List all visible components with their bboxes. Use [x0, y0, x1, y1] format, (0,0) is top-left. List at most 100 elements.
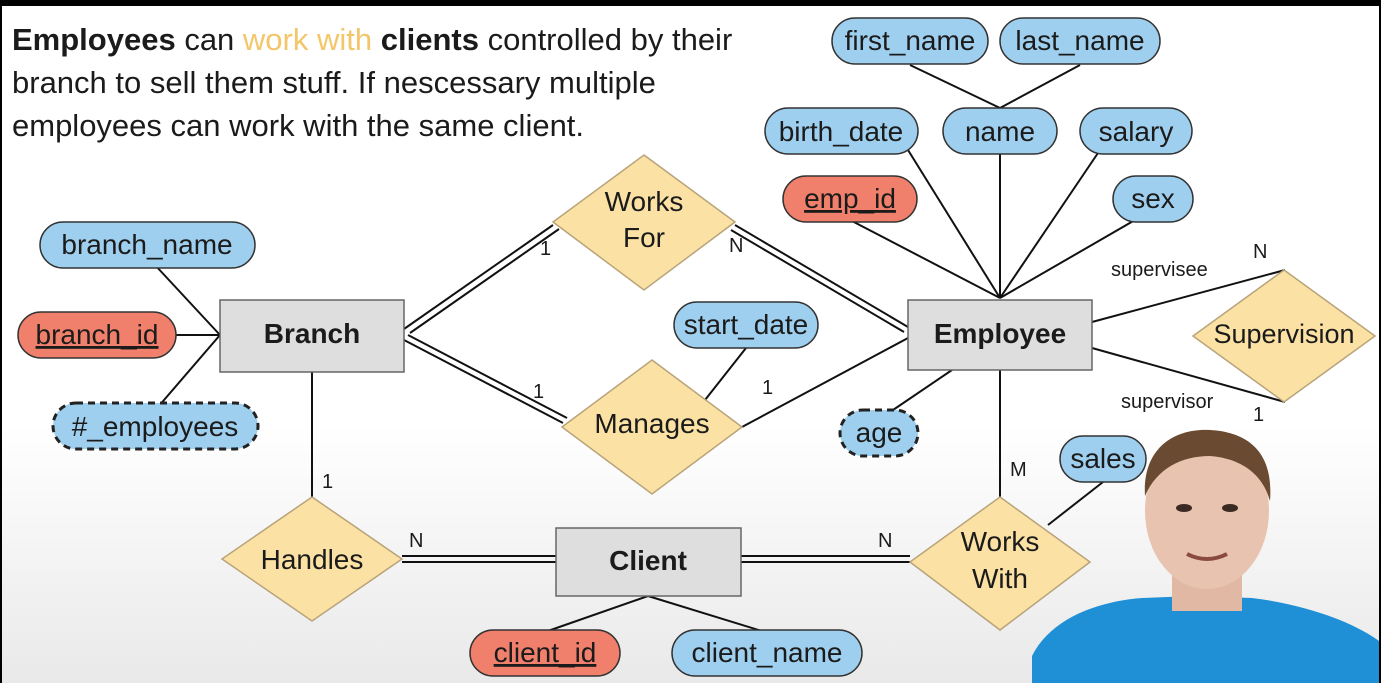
attr-age: age — [838, 408, 920, 458]
slide: Employees can work with clients controll… — [2, 6, 1379, 683]
card-handles-branch: 1 — [322, 471, 333, 493]
er-diagram: Branch Employee Client Works For Manages — [17, 17, 1377, 677]
line-client-id — [544, 595, 649, 633]
card-manages-employee: 1 — [762, 377, 773, 399]
entity-employee-label: Employee — [934, 318, 1066, 349]
attr-first-name-label: first_name — [845, 25, 976, 56]
line-worksfor-employee-b — [730, 229, 905, 333]
attr-client-name-oval — [671, 629, 863, 677]
line-worksfor-employee-a — [734, 224, 909, 328]
attr-sales-oval — [1059, 435, 1147, 483]
caption-line3: employees can work with the same client. — [12, 108, 585, 143]
attr-salary: salary — [1079, 107, 1193, 155]
attr-num-employees-label: #_employees — [72, 411, 239, 442]
attr-last-name: last_name — [999, 17, 1161, 65]
presenter-face — [1145, 433, 1269, 589]
caption-line1-rest: controlled by their — [478, 22, 733, 57]
attr-client-name-label: client_name — [692, 637, 843, 668]
entity-employee-box — [907, 299, 1093, 371]
line-num-employees — [157, 334, 221, 408]
manages-label: Manages — [594, 408, 709, 439]
entity-client-box — [555, 527, 742, 597]
attr-client-id-oval — [469, 629, 621, 677]
attr-branch-id-oval — [17, 311, 177, 359]
relationship-manages: Manages — [560, 359, 744, 495]
attr-age-oval — [838, 408, 920, 458]
line-age — [892, 369, 953, 411]
presenter-mouth — [1186, 552, 1228, 561]
card-workswith-employee: M — [1010, 459, 1027, 481]
works-for-label-2: For — [623, 222, 665, 253]
card-worksfor-employee: N — [729, 235, 743, 257]
presenter-shirt — [1032, 596, 1379, 683]
line-branch-manages-a — [403, 339, 564, 424]
attr-name: name — [942, 107, 1058, 155]
attr-start-date-label: start_date — [684, 309, 809, 340]
attr-sales: sales — [1059, 435, 1147, 483]
entity-client-label: Client — [609, 545, 687, 576]
attr-client-name: client_name — [671, 629, 863, 677]
presenter-left-eye — [1176, 504, 1192, 512]
presenter-right-eye — [1222, 504, 1238, 512]
line-sex — [999, 219, 1136, 299]
attr-salary-label: salary — [1099, 116, 1174, 147]
attr-birth-date-label: birth_date — [779, 116, 904, 147]
entity-employee: Employee — [907, 299, 1093, 371]
line-supervisor — [1091, 347, 1286, 403]
works-with-label-2: With — [972, 563, 1028, 594]
attr-first-name-oval — [831, 17, 989, 65]
attr-name-oval — [942, 107, 1058, 155]
attr-branch-id-label: branch_id — [36, 319, 159, 350]
attr-birth-date-oval — [764, 107, 919, 155]
card-workswith-client: N — [878, 530, 892, 552]
attr-sex-oval — [1112, 175, 1194, 223]
attr-sex: sex — [1112, 175, 1194, 223]
attr-branch-name-oval — [39, 221, 256, 269]
attr-birth-date: birth_date — [764, 107, 919, 155]
supervision-diamond — [1191, 269, 1377, 403]
attr-last-name-oval — [999, 17, 1161, 65]
attr-branch-name-label: branch_name — [61, 229, 232, 260]
total-participation-lines — [402, 224, 910, 563]
attr-client-id: client_id — [469, 629, 621, 677]
card-supervisee: N — [1253, 241, 1267, 263]
attr-last-name-label: last_name — [1015, 25, 1144, 56]
attr-num-employees: #_employees — [51, 401, 260, 451]
attr-num-employees-oval — [51, 401, 260, 451]
attr-emp-id: emp_id — [782, 175, 918, 223]
line-client-name — [647, 595, 766, 633]
line-branch-name — [154, 264, 221, 336]
presenter-hair — [1144, 429, 1271, 501]
handles-diamond — [220, 496, 404, 622]
line-birth-date — [907, 149, 1001, 299]
line-branch-worksfor-b — [409, 228, 560, 334]
card-supervisor: 1 — [1253, 404, 1264, 426]
attr-client-id-label: client_id — [494, 637, 597, 668]
attr-branch-name: branch_name — [39, 221, 256, 269]
works-with-label-1: Works — [961, 526, 1040, 557]
relationship-works-with: Works With — [908, 496, 1092, 631]
handles-label: Handles — [261, 544, 364, 575]
line-salary — [999, 149, 1101, 299]
attr-emp-id-label: emp_id — [804, 183, 896, 214]
card-worksfor-branch: 1 — [540, 238, 551, 260]
works-for-label-1: Works — [605, 186, 684, 217]
caption-employees: Employees — [12, 22, 176, 57]
role-supervisor: supervisor — [1121, 391, 1214, 413]
relationship-supervision: Supervision — [1191, 269, 1377, 403]
attr-age-label: age — [856, 417, 903, 448]
supervision-label: Supervision — [1213, 319, 1354, 349]
attr-salary-oval — [1079, 107, 1193, 155]
cardinality-labels: 1 N 1 1 N 1 1 N N M supervisee superviso… — [322, 235, 1267, 552]
caption-can: can — [175, 22, 243, 57]
card-manages-branch: 1 — [533, 381, 544, 403]
attr-name-label: name — [965, 116, 1035, 147]
line-first-name — [909, 64, 1001, 109]
relationship-handles: Handles — [220, 496, 404, 622]
line-emp-id — [849, 219, 1001, 299]
line-sales — [1047, 481, 1104, 526]
manages-diamond — [560, 359, 744, 495]
attr-branch-id: branch_id — [17, 311, 177, 359]
works-for-diamond — [551, 154, 737, 291]
